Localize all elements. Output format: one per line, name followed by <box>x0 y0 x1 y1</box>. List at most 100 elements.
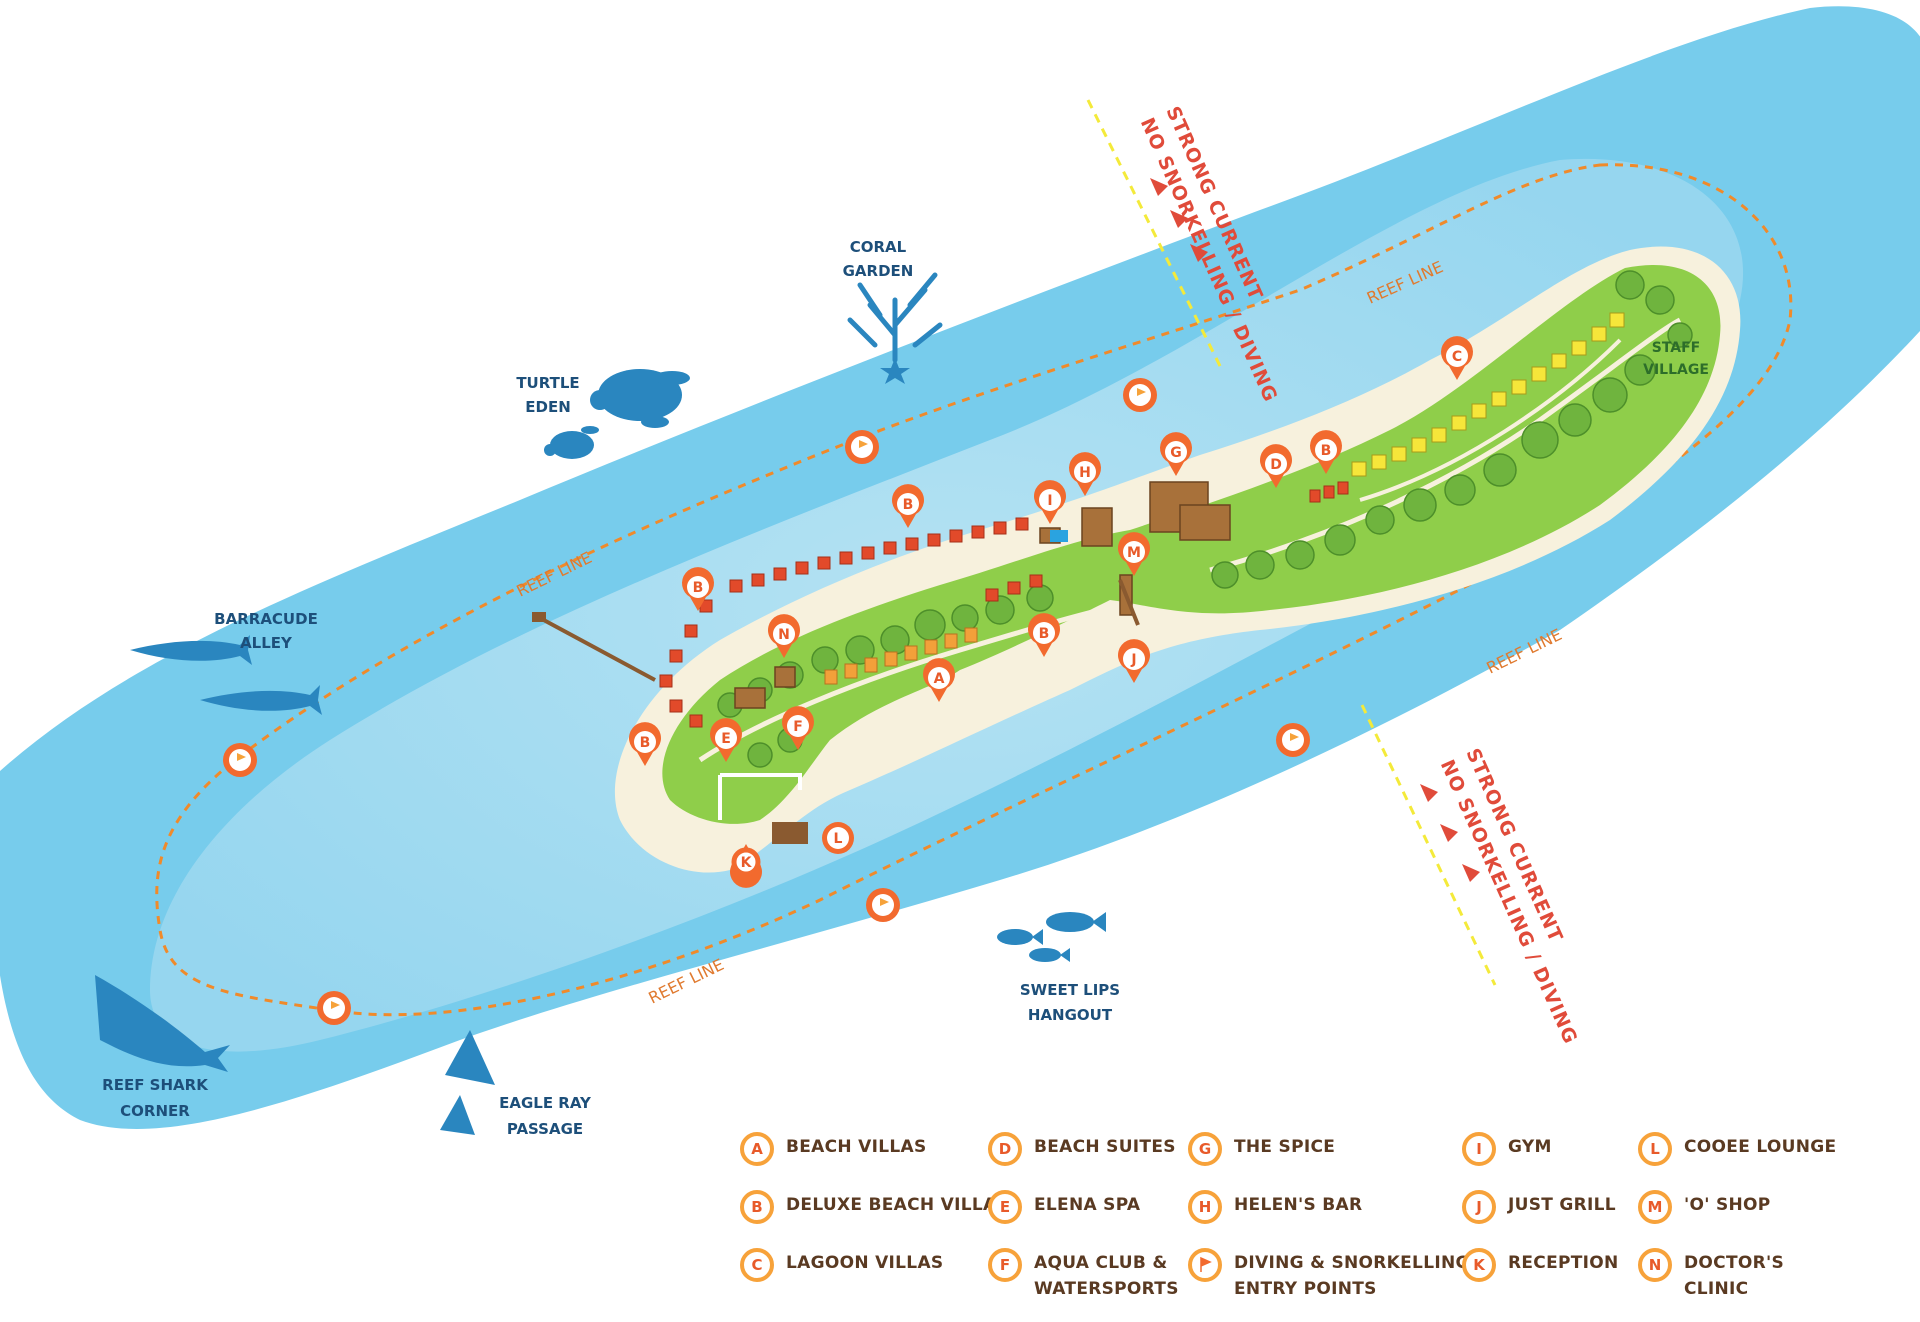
legend: A BEACH VILLAS B DELUXE BEACH VILLAS C L… <box>740 1132 1840 1312</box>
lagoon-villas <box>1351 312 1625 477</box>
legend-label: DELUXE BEACH VILLAS <box>786 1195 1009 1215</box>
svg-text:L: L <box>834 831 843 847</box>
legend-item-k: K RECEPTION <box>1462 1248 1619 1282</box>
legend-badge: D <box>988 1132 1022 1166</box>
current-line-north <box>1086 99 1224 371</box>
legend-badge: A <box>740 1132 774 1166</box>
legend-badge: B <box>740 1190 774 1224</box>
svg-text:B: B <box>1321 443 1332 459</box>
svg-text:G: G <box>1170 445 1182 461</box>
current-arrows-north <box>1150 178 1208 262</box>
site-label-line1: REEF SHARK <box>102 1076 209 1094</box>
site-label-line1: EAGLE RAY <box>499 1094 592 1112</box>
pin-f: F <box>782 706 814 750</box>
pin-b: B <box>682 567 714 611</box>
legend-item-c: C LAGOON VILLAS <box>740 1248 943 1282</box>
deluxe-villas <box>659 481 1349 728</box>
site-label-line2: ALLEY <box>240 634 293 652</box>
legend-item-i: I GYM <box>1462 1132 1552 1166</box>
jetty-west <box>539 616 656 682</box>
legend-label: AQUA CLUB & WATERSPORTS <box>1034 1253 1179 1299</box>
svg-text:E: E <box>721 731 731 747</box>
legend-label: THE SPICE <box>1234 1137 1336 1157</box>
legend-item-m: M 'O' SHOP <box>1638 1190 1771 1224</box>
legend-label: 'O' SHOP <box>1684 1195 1771 1215</box>
site-label-line2: GARDEN <box>843 262 914 280</box>
legend-label: COOEE LOUNGE <box>1684 1137 1837 1157</box>
current-warning-line2: NO SNORKELLING / DIVING <box>1436 756 1582 1047</box>
legend-item-dive-entry: DIVING & SNORKELLING ENTRY POINTS <box>1188 1248 1470 1302</box>
legend-label: BEACH VILLAS <box>786 1137 927 1157</box>
pin-h: H <box>1069 452 1101 496</box>
coral-icon <box>847 272 943 363</box>
flag-marker <box>866 888 900 922</box>
pin-b: B <box>1310 430 1342 474</box>
current-arrows-south <box>1420 784 1480 882</box>
barracuda-icon <box>130 635 322 715</box>
reception-platform <box>772 822 808 844</box>
jetty-just-grill <box>1118 579 1140 626</box>
site-label-line2: CORNER <box>120 1102 190 1120</box>
svg-text:B: B <box>903 497 914 513</box>
svg-text:B: B <box>640 735 651 751</box>
svg-text:H: H <box>1079 465 1091 481</box>
staff-village-line2: VILLAGE <box>1643 362 1709 378</box>
staff-village-line1: STAFF <box>1652 340 1701 356</box>
flag-marker <box>1123 378 1157 412</box>
legend-item-g: G THE SPICE <box>1188 1132 1335 1166</box>
legend-item-h: H HELEN'S BAR <box>1188 1190 1362 1224</box>
legend-badge: M <box>1638 1190 1672 1224</box>
legend-item-l: L COOEE LOUNGE <box>1638 1132 1836 1166</box>
site-label-line2: HANGOUT <box>1028 1006 1113 1024</box>
pool <box>1050 530 1068 542</box>
flag-marker <box>845 430 879 464</box>
site-label-line2: EDEN <box>525 398 571 416</box>
legend-item-n: N DOCTOR'S CLINIC <box>1638 1248 1840 1302</box>
pin-d: D <box>1260 444 1292 488</box>
shark-icon <box>95 975 230 1072</box>
eagle-ray-icon <box>440 1030 495 1135</box>
svg-text:D: D <box>1270 457 1282 473</box>
legend-item-d: D BEACH SUITES <box>988 1132 1176 1166</box>
legend-label: DOCTOR'S CLINIC <box>1684 1253 1785 1299</box>
pin-e: E <box>710 718 742 762</box>
pin-l: L <box>822 822 854 854</box>
starfish-icon <box>880 358 910 384</box>
legend-badge: N <box>1638 1248 1672 1282</box>
legend-badge: E <box>988 1190 1022 1224</box>
svg-text:C: C <box>1452 349 1462 365</box>
svg-text:A: A <box>934 671 945 687</box>
dive-entry-points <box>223 378 1310 1025</box>
turtle-icon <box>544 369 690 459</box>
svg-text:M: M <box>1127 545 1141 561</box>
svg-text:N: N <box>778 627 790 643</box>
site-label-line1: SWEET LIPS <box>1020 981 1120 999</box>
legend-label: DIVING & SNORKELLING ENTRY POINTS <box>1234 1253 1470 1299</box>
legend-badge: K <box>1462 1248 1496 1282</box>
site-label-line1: TURTLE <box>516 374 579 392</box>
site-label-line1: BARRACUDE <box>214 610 318 628</box>
island-path <box>1359 338 1622 502</box>
legend-badge: G <box>1188 1132 1222 1166</box>
legend-badge: J <box>1462 1190 1496 1224</box>
legend-label: RECEPTION <box>1508 1253 1619 1273</box>
buildings <box>734 481 1231 709</box>
svg-text:I: I <box>1047 493 1052 509</box>
svg-text:K: K <box>741 855 753 871</box>
flag-marker <box>317 991 351 1025</box>
legend-label: ELENA SPA <box>1034 1195 1141 1215</box>
pin-b: B <box>1028 613 1060 657</box>
legend-item-a: A BEACH VILLAS <box>740 1132 927 1166</box>
pin-a: A <box>923 658 955 702</box>
pin-n: N <box>768 614 800 658</box>
pin-c: C <box>1441 336 1473 380</box>
site-label-line1: CORAL <box>850 238 907 256</box>
flag-marker <box>223 743 257 777</box>
legend-badge: C <box>740 1248 774 1282</box>
pin-k: K <box>730 844 762 888</box>
legend-item-e: E ELENA SPA <box>988 1190 1140 1224</box>
legend-item-f: F AQUA CLUB & WATERSPORTS <box>988 1248 1179 1302</box>
legend-label: GYM <box>1508 1137 1552 1157</box>
legend-badge: I <box>1462 1132 1496 1166</box>
